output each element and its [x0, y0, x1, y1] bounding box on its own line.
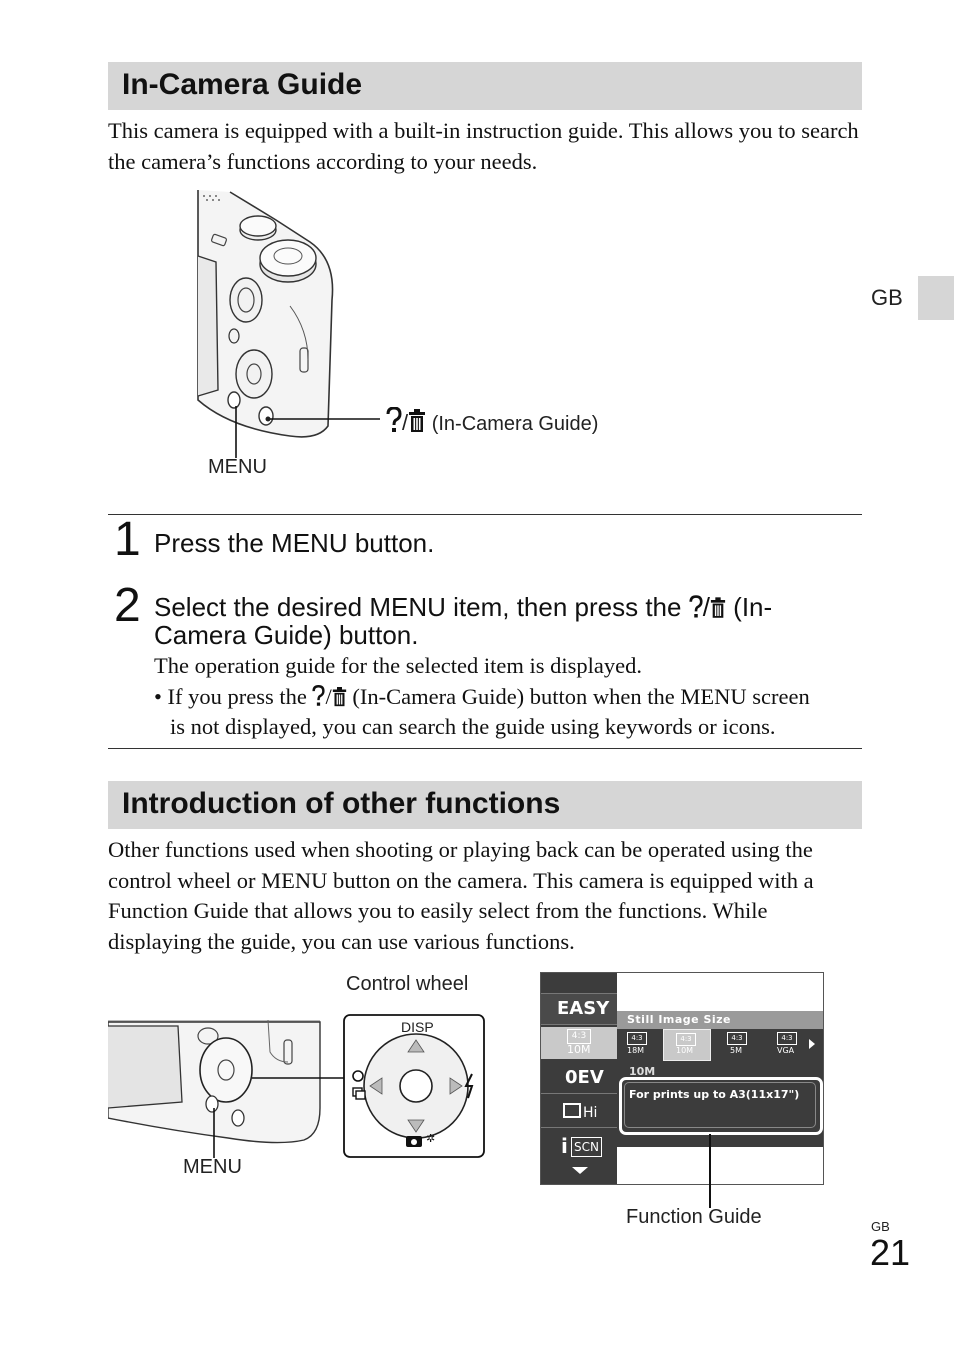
options-row: 4:3 18M 4:3 10M 4:3 5M 4:3 VGA: [617, 1029, 823, 1061]
function-guide-popup: For prints up to A3(11x17"): [619, 1077, 823, 1135]
menu-header: Still Image Size: [627, 1013, 732, 1026]
trash-icon: [710, 596, 726, 624]
scene-label: SCN: [574, 1140, 599, 1154]
step-1-number: 1: [114, 513, 141, 566]
scene-badge: SCN: [571, 1137, 602, 1157]
step-2-text-part2: (In-: [733, 592, 773, 622]
page-number: 21: [870, 1232, 911, 1273]
control-wheel-figure: ✲: [107, 1012, 488, 1182]
function-guide-label: Function Guide: [626, 1206, 762, 1228]
disp-label: DISP: [401, 1019, 434, 1035]
option-aspect: 4:3: [777, 1032, 797, 1045]
option-size: 10M: [676, 1046, 694, 1055]
menu-blank-area: [617, 1147, 823, 1184]
section-heading-other-functions: Introduction of other functions: [108, 781, 862, 829]
menu-button-label: MENU: [208, 456, 267, 478]
camera-control-wheel-illustration: ✲: [107, 1014, 485, 1158]
step-2-text-part1: Select the desired MENU item, then press…: [154, 592, 682, 622]
in-camera-guide-callout: / (In-Camera Guide): [386, 406, 599, 439]
intro-paragraph: This camera is equipped with a built-in …: [108, 118, 859, 174]
function-guide-text: For prints up to A3(11x17"): [629, 1088, 800, 1101]
step-2-number: 2: [114, 579, 141, 632]
ev-item[interactable]: 0EV: [541, 1063, 617, 1094]
intro-paragraph: Other functions used when shooting or pl…: [108, 837, 814, 954]
option-18m[interactable]: 4:3 18M: [627, 1032, 647, 1055]
option-aspect: 4:3: [727, 1032, 747, 1045]
function-guide-leader: [709, 1134, 711, 1208]
option-size: VGA: [777, 1046, 795, 1055]
option-aspect: 4:3: [676, 1033, 696, 1046]
bullet-dot: •: [154, 684, 162, 709]
control-wheel-label: Control wheel: [346, 973, 469, 995]
option-5m[interactable]: 4:3 5M: [727, 1032, 747, 1055]
side-tab-label: GB: [871, 285, 903, 310]
size-value: 10M: [567, 1043, 591, 1056]
camera-back-illustration: [197, 190, 380, 458]
question-mark-icon: [312, 685, 326, 716]
popup-inner-border: [624, 1082, 816, 1128]
menu-button-label: MENU: [183, 1156, 242, 1178]
step-2-text-line2: Camera Guide) button.: [154, 620, 419, 650]
option-aspect: 4:3: [627, 1032, 647, 1045]
step-2-text: Select the desired MENU item, then press…: [154, 592, 773, 624]
question-mark-icon: [689, 595, 703, 624]
svg-text:✲: ✲: [426, 1132, 435, 1145]
easy-label: EASY: [557, 998, 610, 1019]
question-mark-icon: [386, 406, 402, 439]
step-2-bullet: • If you press the / (In-Camera Guide) b…: [154, 682, 810, 716]
page-region-label: GB: [871, 1219, 890, 1234]
option-vga[interactable]: 4:3 VGA: [777, 1032, 797, 1055]
section-title: In-Camera Guide: [122, 68, 363, 101]
option-size: 5M: [730, 1046, 742, 1055]
scroll-down-icon[interactable]: [572, 1167, 588, 1174]
drive-item[interactable]: Hi: [541, 1097, 617, 1128]
drive-label: Hi: [583, 1105, 598, 1121]
scene-item[interactable]: i SCN: [541, 1131, 617, 1161]
guide-button-label: (In-Camera Guide): [431, 413, 599, 435]
trash-icon: [332, 685, 347, 716]
menu-sidebar: EASY 4:3 10M 0EV Hi i SCN: [541, 973, 617, 1184]
menu-screen: EASY 4:3 10M 0EV Hi i SCN Still Image Si…: [540, 972, 824, 1185]
section-heading-in-camera-guide: In-Camera Guide: [108, 62, 862, 110]
menu-header-bar: Still Image Size: [617, 1011, 823, 1029]
step-2-note: The operation guide for the selected ite…: [154, 653, 642, 678]
burst-icon: [563, 1103, 581, 1118]
bullet-part2: (In-Camera Guide) button when the MENU s…: [352, 684, 810, 709]
side-tab-marker: [918, 276, 954, 320]
camera-back-figure: [190, 190, 650, 490]
aspect-badge: 4:3: [567, 1029, 591, 1044]
selected-value: 10M: [629, 1065, 656, 1078]
step-1-text: Press the MENU button.: [154, 528, 435, 558]
intelligent-icon: i: [561, 1134, 568, 1158]
bullet-part1: If you press the: [167, 684, 307, 709]
steps-bottom-rule: [108, 748, 862, 749]
steps-top-rule: [108, 514, 862, 515]
chevron-right-icon[interactable]: [809, 1039, 815, 1049]
option-size: 18M: [627, 1046, 645, 1055]
ev-label: 0EV: [565, 1067, 604, 1088]
step-2-bullet-line2: is not displayed, you can search the gui…: [170, 714, 776, 739]
image-size-item[interactable]: 4:3 10M: [541, 1027, 617, 1059]
section-title: Introduction of other functions: [122, 787, 561, 820]
trash-icon: [408, 409, 426, 439]
option-10m-selected[interactable]: 4:3 10M: [663, 1029, 711, 1061]
easy-item[interactable]: EASY: [541, 993, 617, 1025]
